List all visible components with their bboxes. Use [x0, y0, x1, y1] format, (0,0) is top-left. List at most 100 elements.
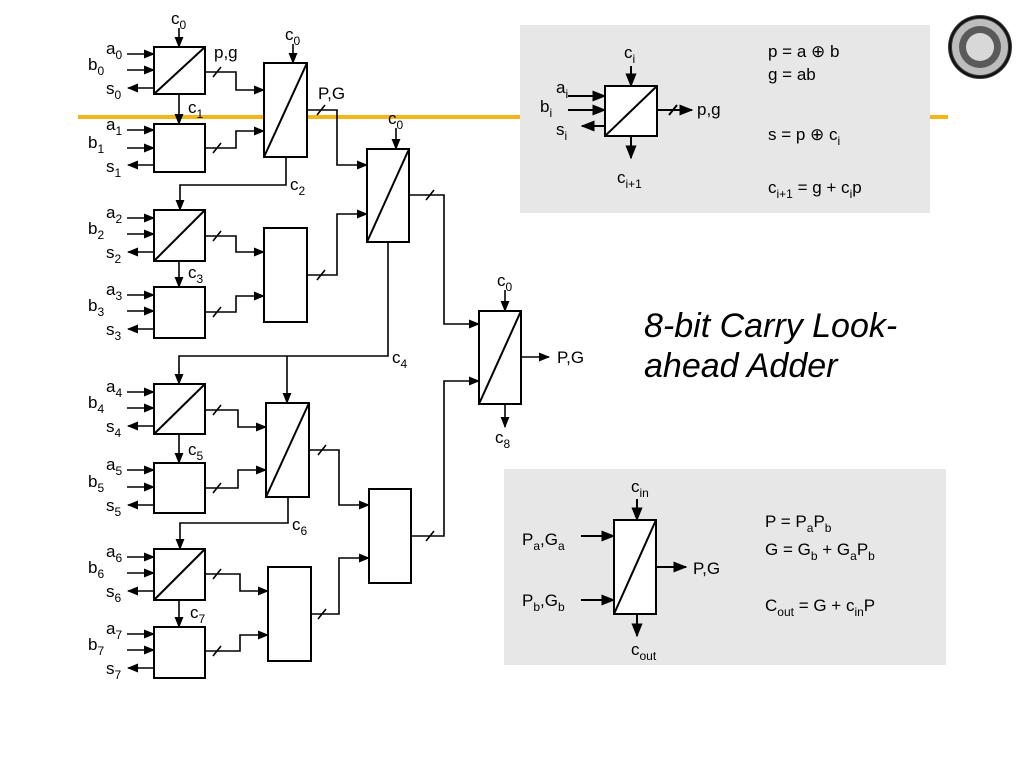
top-explain-panel [520, 25, 930, 213]
svg-text:Pa,Ga: Pa,Ga [522, 530, 565, 553]
eq2-G-mid2: P [857, 540, 868, 559]
carry-index: 8 [504, 437, 511, 451]
eq-c-isub: i [850, 187, 853, 201]
title-line-1: 8-bit Carry Look- [644, 307, 898, 345]
eq-c-sub: i+1 [777, 187, 794, 201]
eq2-P-s2: b [825, 521, 832, 535]
bit-b-label: b0 [88, 55, 104, 78]
bit-b-index: 4 [97, 402, 104, 416]
bit-b-index: 7 [97, 644, 104, 658]
carry-label: c [292, 515, 301, 534]
bit-s-label: s4 [106, 417, 122, 440]
legend-s-label: s [556, 120, 565, 139]
bit-a-index: 5 [115, 464, 122, 478]
eq-p: p = a ⊕ b [768, 42, 839, 61]
svg-text:c1: c1 [188, 98, 204, 121]
bit-s-letter: s [106, 243, 115, 262]
bit-a-index: 0 [115, 48, 122, 62]
svg-text:ci+1 = g + cip: ci+1 = g + cip [768, 178, 862, 201]
carry-label: c [188, 98, 197, 117]
PG-block-legend [581, 499, 688, 638]
svg-text:si: si [556, 120, 567, 143]
final-PG-output-label: P,G [557, 348, 584, 367]
bit-s-letter: s [106, 79, 115, 98]
title-line-2: ahead Adder [644, 347, 838, 385]
legend-cout-label: c [617, 168, 626, 187]
bit-b-letter: b [88, 296, 97, 315]
bit-s-index: 0 [115, 88, 122, 102]
carry-index: 7 [199, 612, 206, 626]
legend2-pb-sub: b [533, 600, 540, 614]
legend2-gb-sub: b [558, 600, 565, 614]
bit-a-label: a2 [106, 203, 122, 226]
carry-index: 6 [301, 524, 308, 538]
eq2-C-end: P [864, 596, 875, 615]
bottom-explain-panel [504, 469, 946, 665]
legend-c-sub: i [633, 52, 636, 66]
bit-s-label: s1 [106, 157, 122, 180]
bit-s-index: 1 [115, 166, 122, 180]
svg-text:G = Gb + GaPb: G = Gb + GaPb [765, 540, 875, 563]
carry-label: c [392, 348, 401, 367]
bit-b-label: b6 [88, 558, 104, 581]
bit-b-letter: b [88, 393, 97, 412]
legend-cout-sub: i+1 [626, 177, 643, 191]
svg-text:c0: c0 [171, 9, 187, 32]
bit-b-index: 1 [97, 142, 104, 156]
eq-c: c [768, 178, 777, 197]
bit-s-letter: s [106, 659, 115, 678]
svg-text:c6: c6 [292, 515, 308, 538]
carry-index: 2 [299, 184, 306, 198]
bit-s-letter: s [106, 417, 115, 436]
bit-a-label: a3 [106, 280, 122, 303]
eq-s-sub: i [838, 134, 841, 148]
accent-line [78, 115, 948, 119]
svg-text:Cout = G + cinP: Cout = G + cinP [765, 596, 875, 619]
legend2-PG: P,G [693, 559, 720, 578]
svg-text:ai: ai [556, 78, 568, 101]
slide-title: 8-bit Carry Look- ahead Adder [644, 306, 944, 386]
svg-text:cout: cout [631, 640, 657, 663]
legend-a-sub: i [565, 87, 568, 101]
university-seal-icon [948, 15, 1012, 79]
bit-b-label: b7 [88, 635, 104, 658]
bit-a-index: 7 [115, 628, 122, 642]
bit-a-label: a0 [106, 39, 122, 62]
carry-labels: c0 c0 c0 c0 c1 c2 c3 c4 c5 c6 c7 c8 [171, 9, 513, 626]
legend2-ga-sub: a [558, 539, 565, 553]
eq2-C-s1: out [777, 605, 794, 619]
carry-label: c [188, 263, 197, 282]
svg-text:bi: bi [540, 97, 552, 120]
bit-s-index: 2 [115, 252, 122, 266]
bit-s-index: 4 [115, 426, 122, 440]
bit-a-index: 6 [115, 551, 122, 565]
legend-s-sub: i [565, 129, 568, 143]
pg-label: p,g [214, 43, 238, 62]
bit-a-letter: a [106, 39, 116, 58]
bit-b-label: b5 [88, 472, 104, 495]
bit-b-label: b4 [88, 393, 104, 416]
eq2-G-mid: + G [818, 540, 851, 559]
bit-a-index: 3 [115, 289, 122, 303]
bit-b-letter: b [88, 55, 97, 74]
bit-s-letter: s [106, 582, 115, 601]
eq-s: s = p ⊕ c [768, 125, 838, 144]
bit-s-label: s5 [106, 496, 122, 519]
legend2-cin: c [631, 477, 640, 496]
svg-text:c8: c8 [495, 428, 511, 451]
eq-c-mid: = g + c [793, 178, 850, 197]
svg-text:s = p ⊕ ci: s = p ⊕ ci [768, 125, 840, 148]
bit-a-label: a5 [106, 455, 122, 478]
svg-text:c3: c3 [188, 263, 204, 286]
eq2-P: P = P [765, 512, 807, 531]
eq2-C-mid: = G + c [794, 596, 855, 615]
svg-text:Pb,Gb: Pb,Gb [522, 591, 565, 614]
carry-index: 0 [294, 34, 301, 48]
bit-a-index: 2 [115, 212, 122, 226]
bit-s-label: s6 [106, 582, 122, 605]
bit-s-label: s7 [106, 659, 122, 682]
bit-b-index: 0 [97, 64, 104, 78]
bit-a-label: a4 [106, 377, 122, 400]
legend2-cout-sub: out [640, 649, 657, 663]
